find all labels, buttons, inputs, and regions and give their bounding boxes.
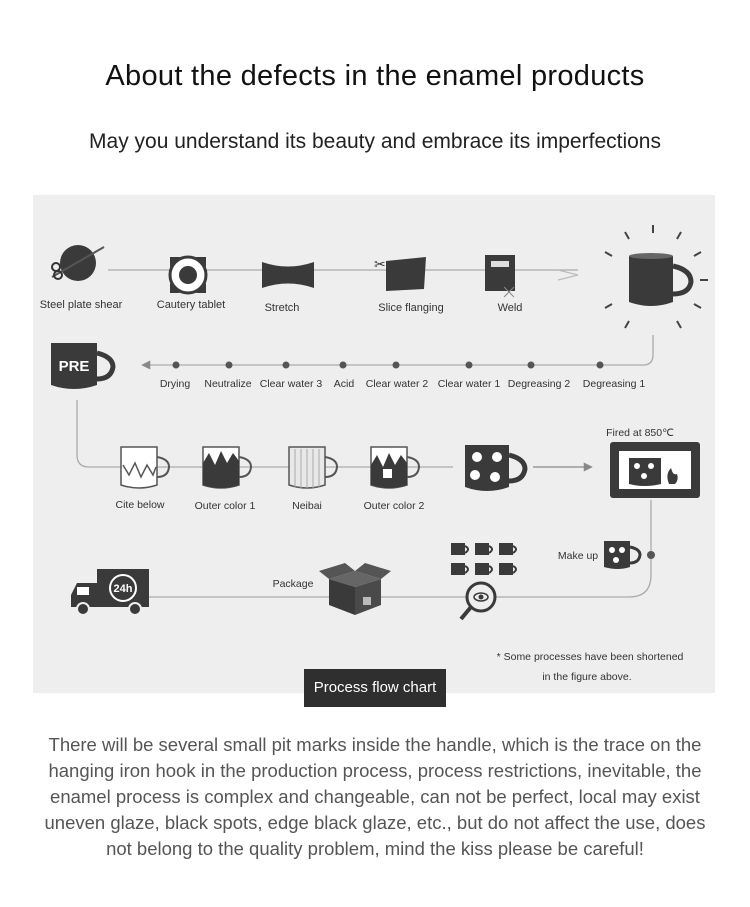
cautery-tablet-icon [168, 255, 208, 295]
step-outer-color-1: Outer color 1 [195, 500, 256, 512]
row2-dots [172, 361, 604, 369]
inspection-magnifier-icon [459, 581, 497, 621]
pre-badge-text: PRE [59, 358, 90, 375]
step-slice-flanging: Slice flanging [378, 302, 443, 314]
shear-icon [51, 245, 105, 281]
step-degreasing-2: Degreasing 2 [508, 378, 571, 390]
page-title: About the defects in the enamel products [105, 60, 645, 92]
stretch-icon [262, 262, 314, 288]
step-drying: Drying [160, 378, 191, 390]
fired-label: Fired at 850℃ [606, 427, 674, 439]
package-box-icon [319, 563, 391, 615]
step-outer-color-2: Outer color 2 [364, 500, 425, 512]
make-up-label: Make up [558, 550, 598, 562]
step-neutralize: Neutralize [204, 378, 251, 390]
step-degreasing-1: Degreasing 1 [583, 378, 646, 390]
process-panel: ✂ Steel plate shear Cautery tablet Stret… [33, 195, 715, 693]
glaze-mug-cite-below-icon [120, 446, 171, 489]
note-line-1: * Some processes have been shortened [497, 651, 684, 663]
glaze-mug-outer-color-2-icon [370, 446, 421, 489]
step-cautery-tablet: Cautery tablet [157, 299, 225, 311]
make-up-mug-icon [604, 541, 642, 569]
finished-mug-icon [604, 225, 708, 329]
process-flow-chart-badge: Process flow chart [304, 669, 446, 707]
slice-flanging-icon: ✂ [374, 257, 426, 291]
delivery-badge-text: 24h [114, 583, 133, 595]
step-clear-water-1: Clear water 1 [438, 378, 501, 390]
make-up-dot [647, 551, 655, 559]
bottom-connector [131, 500, 652, 602]
step-stretch: Stretch [265, 302, 300, 314]
delivery-truck-icon: 24h [71, 569, 149, 616]
weld-icon [485, 255, 515, 298]
step-cite-below: Cite below [115, 499, 164, 511]
step-acid: Acid [334, 378, 355, 390]
mug-batch-icon [451, 543, 517, 575]
kiln-icon [610, 442, 700, 498]
step-steel-plate-shear: Steel plate shear [40, 299, 123, 311]
glaze-mug-neibai-icon [288, 446, 339, 489]
glaze-mug-outer-color-1-icon [202, 446, 253, 489]
pre-mug-icon: PRE [51, 343, 116, 389]
defect-description: There will be several small pit marks in… [44, 734, 706, 859]
svg-text:✂: ✂ [374, 257, 386, 273]
step-clear-water-2: Clear water 2 [366, 378, 429, 390]
note-line-2: in the figure above. [542, 671, 631, 683]
row3-connector [76, 400, 453, 468]
process-flow-diagram: ✂ Steel plate shear Cautery tablet Stret… [40, 225, 708, 683]
step-weld: Weld [498, 302, 523, 314]
row2-connector [141, 335, 654, 370]
page-subtitle: May you understand its beauty and embrac… [89, 130, 661, 153]
step-clear-water-3: Clear water 3 [260, 378, 323, 390]
package-label: Package [273, 578, 314, 590]
step-neibai: Neibai [292, 500, 322, 512]
flower-mug-icon [465, 445, 528, 491]
